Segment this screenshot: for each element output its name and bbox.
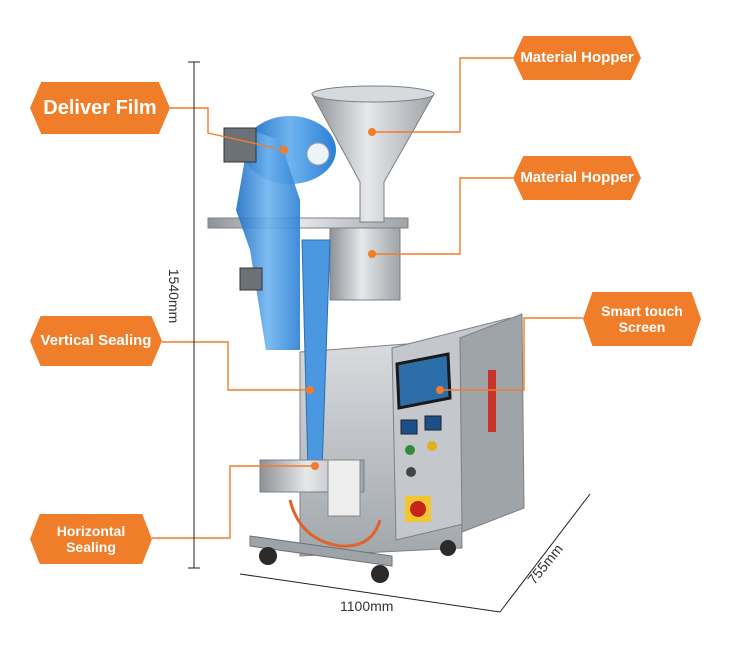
dimension-height: 1540mm: [166, 268, 182, 324]
knob: [406, 467, 416, 477]
measuring-cups: [329, 227, 401, 301]
delivery-motor: [223, 127, 257, 163]
leader-smart-touch: [440, 317, 583, 391]
label-smart-touch-screen-text: Smart touch Screen: [601, 303, 683, 335]
label-horizontal-sealing: Horizontal Sealing: [30, 514, 152, 564]
film-web: [236, 130, 300, 350]
touch-screen: [395, 352, 452, 410]
label-smart-touch-screen: Smart touch Screen: [583, 292, 701, 346]
label-vertical-sealing-text: Vertical Sealing: [40, 332, 152, 350]
label-deliver-film: Deliver Film: [30, 82, 170, 134]
leader-deliver-film: [170, 107, 285, 151]
side-motor: [239, 267, 263, 291]
green-button: [405, 445, 415, 455]
leader-horizontal-sealing: [152, 465, 315, 539]
label-vertical-sealing: Vertical Sealing: [30, 316, 162, 366]
label-deliver-film-text: Deliver Film: [43, 96, 157, 119]
base-frame: [249, 535, 393, 567]
temp-controller-left: [400, 419, 418, 435]
dimension-width: 1100mm: [340, 598, 394, 614]
label-material-hopper-top-text: Material Hopper: [520, 49, 634, 67]
label-material-hopper-mid-text: Material Hopper: [520, 169, 634, 187]
label-material-hopper-mid: Material Hopper: [513, 156, 641, 200]
leader-dot-material-hopper-top: [368, 128, 376, 136]
leader-material-hopper-mid: [372, 177, 513, 255]
caster-left: [259, 547, 277, 565]
leader-material-hopper-top: [372, 57, 513, 133]
caster-right: [440, 540, 456, 556]
label-material-hopper-top: Material Hopper: [513, 36, 641, 80]
label-smart-touch-line2: Screen: [618, 319, 666, 335]
hopper-rim: [311, 85, 435, 103]
red-indicator-strip: [488, 370, 496, 432]
width-dimension-line: [239, 573, 501, 613]
yellow-button: [427, 441, 437, 451]
leader-dot-material-hopper-mid: [368, 250, 376, 258]
film-roll-core: [306, 142, 330, 166]
orange-cable: [288, 499, 382, 548]
leader-dot-vertical-sealing: [306, 386, 314, 394]
temp-controller-right: [424, 415, 442, 431]
emergency-stop-button: [410, 501, 426, 517]
leader-dot-deliver-film: [280, 146, 288, 154]
leader-dot-smart-touch: [436, 386, 444, 394]
discharge-chute: [327, 459, 361, 517]
label-smart-touch-line1: Smart touch: [601, 302, 683, 319]
leader-dot-horizontal-sealing: [311, 462, 319, 470]
caster-middle: [371, 565, 389, 583]
top-platform: [207, 217, 409, 229]
depth-dimension-line: [499, 493, 591, 613]
label-horizontal-sealing-text: Horizontal Sealing: [56, 522, 126, 555]
leader-vertical-sealing: [162, 341, 310, 391]
